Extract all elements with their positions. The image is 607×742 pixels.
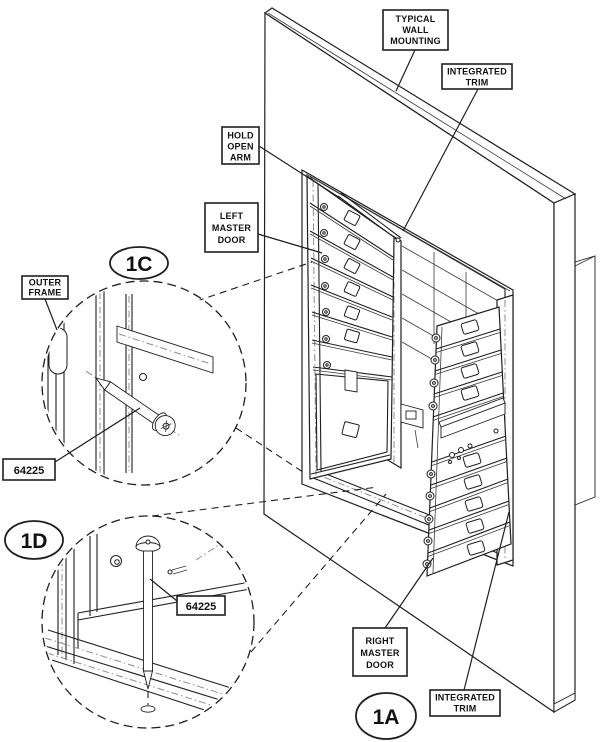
svg-text:TRIM: TRIM [466, 78, 489, 88]
detail-view-cones [151, 261, 387, 653]
tenant-door-locks [422, 333, 441, 569]
svg-text:TRIM: TRIM [454, 704, 477, 714]
rear-enclosure [574, 255, 596, 506]
mailbox-unit [301, 168, 514, 577]
detail-circle-1d [41, 515, 255, 729]
detail-1c [41, 280, 247, 486]
svg-text:OPEN: OPEN [227, 142, 253, 152]
svg-text:MASTER: MASTER [212, 223, 251, 233]
detail-circle-1c [41, 280, 247, 486]
svg-text:WALL: WALL [402, 25, 429, 35]
left-master-door [306, 174, 395, 480]
svg-text:1C: 1C [126, 253, 153, 276]
tenant-door-windows [343, 210, 361, 344]
svg-text:1A: 1A [373, 706, 400, 729]
screw-64225-c [85, 370, 182, 438]
door-row-dividers [427, 328, 511, 557]
callout-right-master-door: RIGHT MASTER DOOR [352, 627, 408, 677]
svg-text:INTEGRATED: INTEGRATED [435, 693, 495, 703]
svg-text:RIGHT: RIGHT [366, 636, 395, 646]
parcel-locker-panel [315, 369, 389, 471]
callout-outer-frame: OUTER FRAME [21, 275, 69, 300]
callout-left-master-door: LEFT MASTER DOOR [204, 202, 259, 253]
callout-hold-open-arm: HOLD OPEN ARM [221, 126, 260, 165]
detail-marker-1c: 1C [109, 246, 169, 280]
right-master-door [422, 306, 512, 577]
svg-text:TYPICAL: TYPICAL [396, 14, 436, 24]
screw-hole [139, 373, 147, 381]
svg-text:LEFT: LEFT [220, 211, 244, 221]
svg-text:FRAME: FRAME [29, 288, 62, 298]
screw-64225-d [135, 535, 161, 713]
detail-marker-1d: 1D [4, 520, 64, 560]
svg-text:HOLD: HOLD [227, 131, 254, 141]
callout-typical-wall-mounting: TYPICAL WALL MOUNTING [382, 9, 449, 51]
svg-text:64225: 64225 [14, 465, 45, 477]
callout-integrated-trim-bottom: INTEGRATED TRIM [429, 689, 501, 717]
detail-1d [41, 515, 255, 729]
tenant-door-locks [320, 203, 331, 369]
sill-top-edge [77, 581, 251, 614]
wall-side-edge [553, 193, 576, 714]
callout-integrated-trim-top: INTEGRATED TRIM [441, 63, 513, 90]
wall-bottom-edge [553, 692, 576, 713]
part-label-64225-1c: 64225 [2, 458, 56, 481]
pilot-hole [140, 705, 156, 713]
outgoing-mail-hood [438, 397, 506, 464]
svg-text:64225: 64225 [186, 601, 217, 613]
small-screw [167, 565, 188, 575]
svg-text:MASTER: MASTER [360, 648, 400, 658]
tenant-door-windows [460, 319, 486, 556]
part-label-64225-1d: 64225 [176, 595, 226, 616]
view-marker-1a: 1A [355, 692, 417, 740]
svg-text:DOOR: DOOR [218, 235, 246, 245]
leader-lines [44, 49, 510, 691]
svg-text:1D: 1D [21, 530, 48, 553]
svg-text:ARM: ARM [230, 153, 251, 163]
svg-text:MOUNTING: MOUNTING [390, 36, 441, 46]
svg-text:DOOR: DOOR [366, 660, 394, 670]
frame-slot [48, 327, 68, 375]
svg-text:INTEGRATED: INTEGRATED [447, 67, 507, 77]
svg-text:OUTER: OUTER [29, 278, 62, 288]
